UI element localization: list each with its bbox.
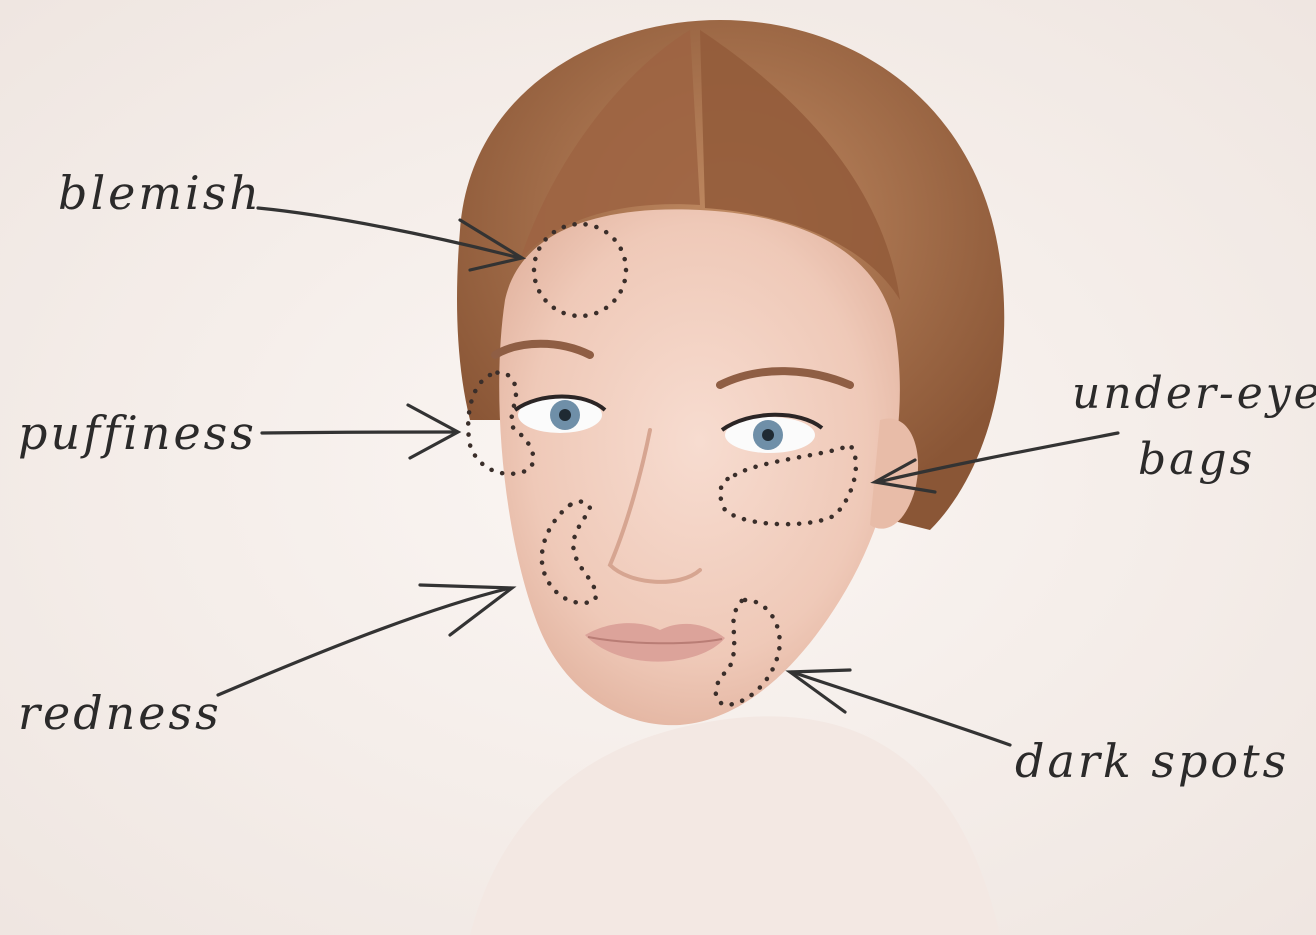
left-pupil [559,409,571,421]
puffiness-arrow [262,432,455,433]
dark-spots-label: dark spots [1015,738,1289,784]
blemish-label: blemish [58,170,262,216]
under-eye-label: under-eye [1072,372,1316,416]
redness-label: redness [18,690,222,736]
right-pupil [762,429,774,441]
puffiness-label: puffiness [18,410,257,456]
bags-label: bags [1138,438,1255,482]
